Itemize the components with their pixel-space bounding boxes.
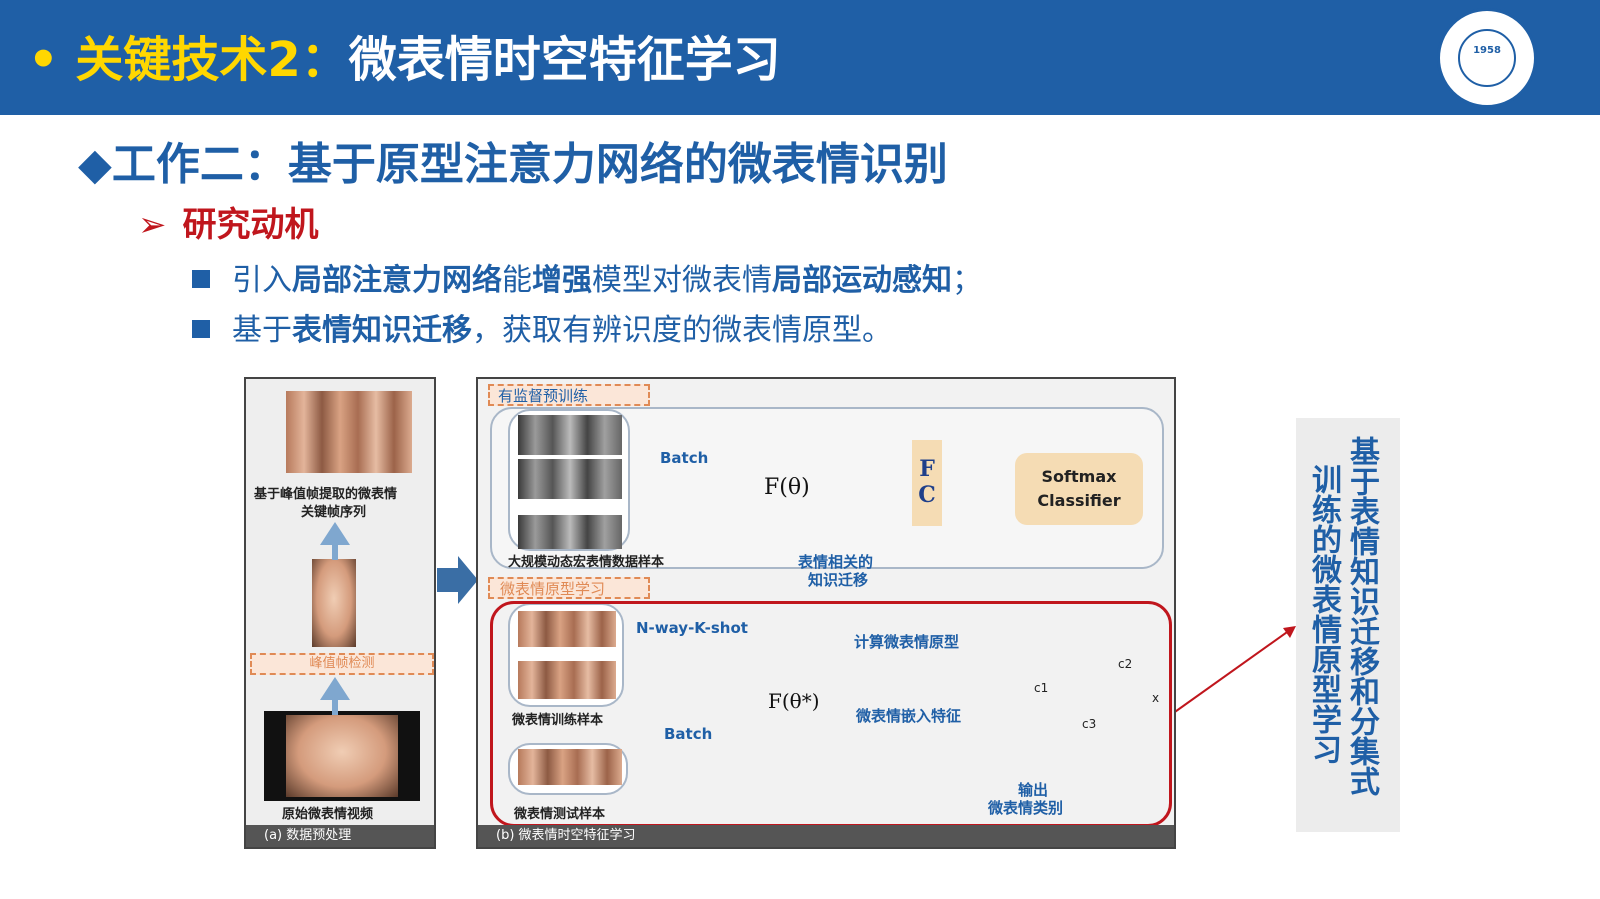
bullet-emphasis: 增强 [532, 263, 592, 298]
pretrain-label-box [488, 384, 650, 406]
softmax-classifier: Softmax Classifier [1015, 453, 1143, 525]
keyframe-caption-2: 关键帧序列 [301, 505, 367, 520]
slide-title-prefix: • 关键技术2： [28, 32, 349, 88]
batch-label-2: Batch [664, 725, 713, 743]
bullet-emphasis: 局部注意力网络 [292, 263, 502, 298]
output-label-2: 微表情类别 [988, 799, 1064, 817]
side-note-col-1: 基于表情知识迁移和分集式 [1344, 436, 1379, 796]
proto-label-box [488, 577, 650, 599]
transfer-label-1: 表情相关的 [798, 553, 874, 571]
macro-sample-image [518, 459, 622, 499]
logo-year: 1958 [1473, 45, 1501, 56]
subheading-text: 研究动机 [182, 205, 319, 245]
video-frame-image [286, 715, 398, 797]
test-samples-box [508, 743, 628, 795]
train-sample-image [518, 661, 616, 699]
macro-samples-label: 大规模动态宏表情数据样本 [508, 555, 665, 570]
test-samples-label: 微表情测试样本 [514, 807, 606, 822]
bullet-text: 能 [502, 263, 532, 298]
square-bullet-icon [192, 269, 210, 288]
query-x-label: x [1152, 691, 1160, 705]
prototype-c3-label: c3 [1082, 717, 1097, 731]
arrow-bullet-icon: ➢ [138, 205, 167, 245]
logo-emblem: 1958 [1458, 29, 1516, 87]
subheading: ➢ 研究动机 [138, 197, 319, 246]
train-samples-box [508, 603, 624, 707]
transfer-label-2: 知识迁移 [808, 571, 869, 589]
prototype-c2-label: c2 [1118, 657, 1133, 671]
side-note-box: 基于表情知识迁移和分集式 训练的微表情原型学习 [1296, 418, 1400, 832]
proto-learning-highlight [490, 601, 1172, 827]
bullet-text: 模型对微表情 [592, 263, 772, 298]
university-logo: 1958 [1437, 8, 1537, 108]
train-samples-label: 微表情训练样本 [512, 713, 604, 728]
slide-title: • 关键技术2：微表情时空特征学习 [28, 20, 781, 90]
figure-panel-b: 有监督预训练 大规模动态宏表情数据样本 Batch F(θ) 表情相关的 知识迁… [476, 377, 1176, 849]
bullet-item-2: 基于表情知识迁移，获取有辨识度的微表情原型。 [192, 305, 892, 349]
network-f-theta-star-label: F(θ*) [768, 689, 820, 713]
bullet-text: ，获取有辨识度的微表情原型。 [472, 313, 892, 348]
video-filmstrip [264, 711, 420, 801]
slide-title-main: 微表情时空特征学习 [348, 32, 781, 88]
apex-frame-image [312, 559, 356, 647]
bullet-text: 基于 [232, 313, 292, 348]
test-sample-image [518, 749, 622, 785]
proto-learning-label: 微表情原型学习 [500, 580, 606, 598]
section-heading: ◆工作二：基于原型注意力网络的微表情识别 [78, 139, 948, 190]
network-f-theta-label: F(θ) [764, 475, 810, 500]
embed-feature-label: 微表情嵌入特征 [856, 707, 962, 725]
prototype-c1-label: c1 [1034, 681, 1049, 695]
fc-layer: F C [912, 440, 942, 526]
right-arrow-icon [437, 556, 478, 604]
panel-a-caption: (a) 数据预处理 [246, 825, 434, 847]
batch-label-1: Batch [660, 449, 709, 467]
compute-proto-label: 计算微表情原型 [854, 633, 960, 651]
header-bar: • 关键技术2：微表情时空特征学习 1958 [0, 0, 1600, 115]
output-label-1: 输出 [1018, 781, 1049, 799]
macro-sample-image [518, 515, 622, 549]
nway-kshot-label: N-way-K-shot [636, 619, 748, 637]
keyframe-sequence-image [286, 391, 412, 473]
bullet-text: ； [952, 263, 982, 298]
macro-samples-box [508, 409, 630, 551]
softmax-line-1: Softmax [1041, 467, 1117, 486]
keyframe-caption-1: 基于峰值帧提取的微表情 [254, 487, 398, 502]
side-note-col-2: 训练的微表情原型学习 [1306, 464, 1341, 764]
fc-letter-f: F [919, 456, 935, 482]
train-sample-image [518, 611, 616, 647]
callout-line [1171, 629, 1291, 715]
video-label: 原始微表情视频 [282, 807, 374, 822]
apex-label: 峰值帧检测 [309, 656, 375, 671]
up-arrow-icon [320, 677, 350, 715]
apex-detection-box: 峰值帧检测 [250, 653, 434, 675]
bullet-item-1: 引入局部注意力网络能增强模型对微表情局部运动感知； [192, 255, 982, 299]
callout-arrowhead-icon [1283, 626, 1296, 638]
softmax-line-2: Classifier [1037, 491, 1121, 510]
figure-panel-a: 基于峰值帧提取的微表情 关键帧序列 峰值帧检测 原始微表情视频 (a) 数据预处… [244, 377, 436, 849]
fc-letter-c: C [918, 482, 936, 508]
square-bullet-icon [192, 319, 210, 338]
pretrain-label: 有监督预训练 [498, 387, 589, 405]
bullet-emphasis: 局部运动感知 [772, 263, 952, 298]
up-arrow-icon [320, 522, 350, 560]
panel-b-caption: (b) 微表情时空特征学习 [478, 825, 1174, 847]
macro-sample-image [518, 415, 622, 455]
bullet-emphasis: 表情知识迁移 [292, 313, 472, 348]
bullet-text: 引入 [232, 263, 292, 298]
